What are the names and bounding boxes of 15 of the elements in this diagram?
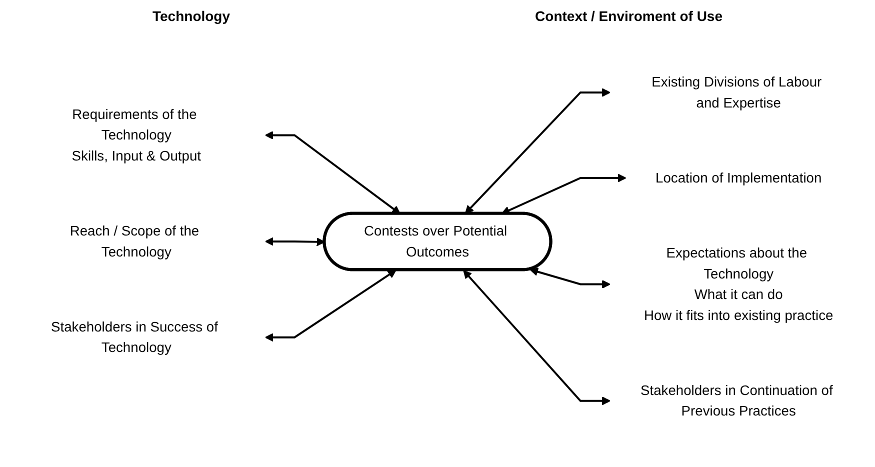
arrow [530,268,610,289]
arrow [464,88,610,214]
node-text: Location of Implementation [656,170,822,186]
arrow [264,131,400,215]
node-text: Stakeholders in Continuation of Previous Practices [640,382,833,419]
node-text: Stakeholders in Success of Technology [51,318,218,356]
arrow [264,270,396,342]
column-heading: Context / Enviroment of Use [535,8,722,26]
node-text: Existing Divisions of Labour and Expertise [652,74,822,111]
arrow [463,270,610,406]
node-text: Expectations about the Technology What it can do How it fits into existing practice [644,245,834,324]
arrow [501,174,626,215]
node-text: Reach / Scope of the Technology [70,223,200,260]
column-heading: Technology [152,8,230,26]
node-text: Requirements of the Technology Skills, Input & Output [72,106,202,164]
